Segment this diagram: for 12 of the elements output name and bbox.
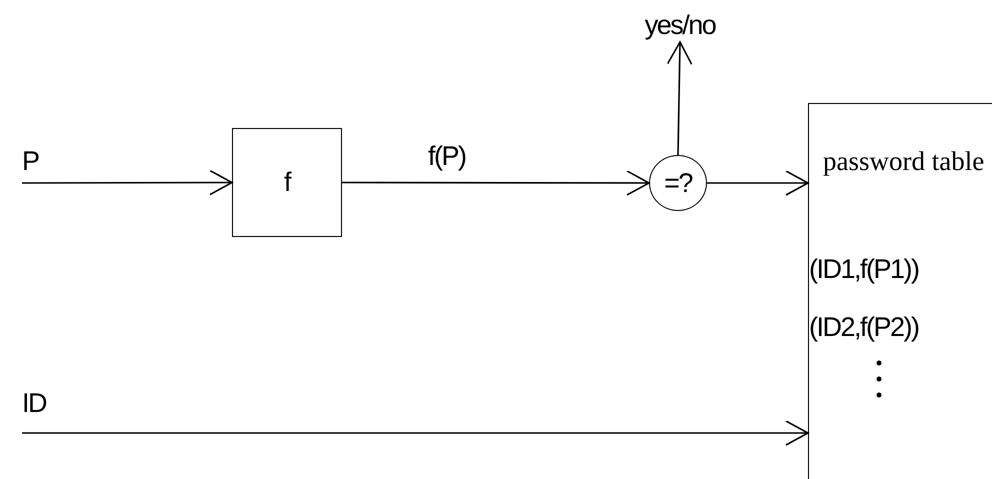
table-entry: (ID1,f(P1)) [809, 254, 919, 285]
process-box: f [232, 128, 342, 237]
arrow [666, 41, 692, 156]
arrow [22, 170, 233, 196]
table-entry: (ID2,f(P2)) [809, 312, 919, 343]
arrow [342, 170, 650, 196]
comparison-circle: =? [649, 155, 707, 211]
arrow [22, 420, 809, 446]
arrow [707, 170, 809, 196]
password-table [808, 103, 992, 479]
output-label: yes/no [610, 8, 750, 42]
table-heading: password table [823, 145, 986, 178]
